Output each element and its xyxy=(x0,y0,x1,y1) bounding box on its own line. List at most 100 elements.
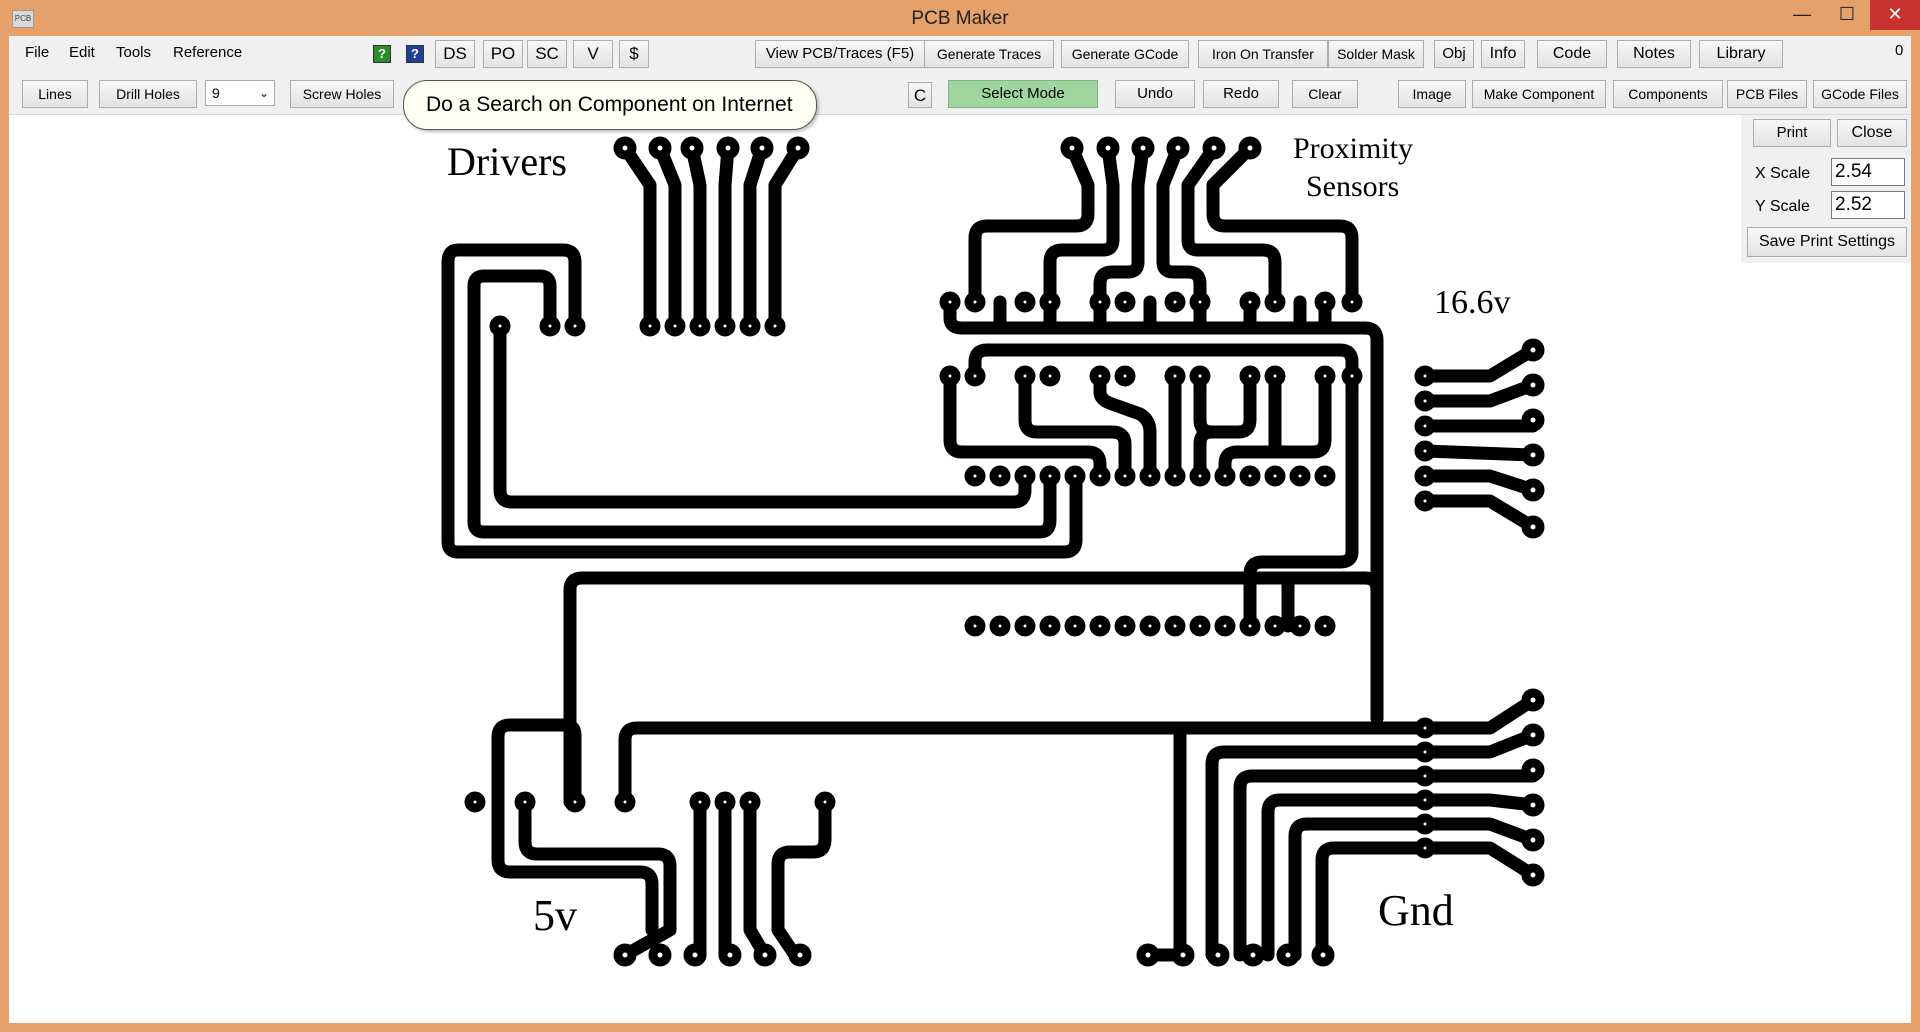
iron-on-transfer-button[interactable]: Iron On Transfer xyxy=(1198,40,1328,68)
trace xyxy=(618,141,657,333)
gcode-files-button[interactable]: GCode Files xyxy=(1813,80,1907,108)
pad xyxy=(1414,490,1436,512)
pad xyxy=(786,136,810,160)
dollar-button[interactable]: $ xyxy=(619,40,649,68)
pad xyxy=(1064,465,1086,487)
clear-button[interactable]: Clear xyxy=(1292,80,1358,108)
pad xyxy=(1521,688,1545,712)
trace xyxy=(1205,728,1540,962)
screw-holes-button[interactable]: Screw Holes xyxy=(290,80,394,108)
trace xyxy=(1418,378,1540,408)
select-mode-button[interactable]: Select Mode xyxy=(948,80,1098,108)
redo-button[interactable]: Redo xyxy=(1203,80,1279,108)
menu-reference[interactable]: Reference xyxy=(173,44,243,61)
y-scale-label: Y Scale xyxy=(1755,198,1810,215)
pad xyxy=(1311,943,1335,967)
pad xyxy=(1114,465,1136,487)
pad xyxy=(1414,837,1436,859)
pad xyxy=(814,791,836,813)
pcb-canvas[interactable]: Drivers Proximity Sensors 16.6v 5v Gnd xyxy=(9,36,1911,1023)
menu-tools[interactable]: Tools xyxy=(116,44,152,61)
pad xyxy=(1414,390,1436,412)
generate-gcode-button[interactable]: Generate GCode xyxy=(1061,40,1189,68)
title-bar[interactable]: PCB PCB Maker — ☐ ✕ xyxy=(0,0,1920,36)
label-5v: 5v xyxy=(533,891,577,940)
pad xyxy=(1014,615,1036,637)
pad xyxy=(1239,465,1261,487)
trace xyxy=(1288,817,1540,962)
search-component-tooltip: Do a Search on Component on Internet xyxy=(403,80,817,130)
pad xyxy=(564,791,586,813)
pad xyxy=(1014,291,1036,313)
pad xyxy=(1089,465,1111,487)
tool-bar: Lines Drill Holes Screw Holes C Select M… xyxy=(9,76,1911,115)
view-pcb-button[interactable]: View PCB/Traces (F5) xyxy=(755,40,925,68)
y-scale-input[interactable]: 2.52 xyxy=(1831,191,1905,219)
counter-value: 0 xyxy=(1895,42,1904,59)
pad xyxy=(1314,291,1336,313)
pad xyxy=(664,315,686,337)
pad xyxy=(1039,465,1061,487)
trace xyxy=(1418,494,1540,534)
po-button[interactable]: PO xyxy=(483,40,523,68)
trace xyxy=(1315,841,1540,962)
pad xyxy=(1521,723,1545,747)
help-green-icon[interactable]: ? xyxy=(373,45,391,63)
pad xyxy=(689,791,711,813)
trace xyxy=(493,319,1032,509)
pad xyxy=(1414,813,1436,835)
pad xyxy=(1164,365,1186,387)
pad xyxy=(753,943,777,967)
pad xyxy=(964,615,986,637)
solder-mask-button[interactable]: Solder Mask xyxy=(1328,40,1424,68)
pad xyxy=(1289,465,1311,487)
drill-size-select[interactable]: 9 ⌄ xyxy=(205,80,275,106)
pad xyxy=(614,791,636,813)
app-icon: PCB xyxy=(12,10,34,28)
close-window-button[interactable]: ✕ xyxy=(1870,0,1920,30)
pad xyxy=(714,315,736,337)
pad xyxy=(1521,793,1545,817)
ds-button[interactable]: DS xyxy=(435,40,475,68)
c-button[interactable]: C xyxy=(908,82,932,108)
pad xyxy=(1114,365,1136,387)
menu-edit[interactable]: Edit xyxy=(69,44,95,61)
make-component-button[interactable]: Make Component xyxy=(1472,80,1606,108)
pad xyxy=(1239,291,1261,313)
trace xyxy=(1043,141,1120,309)
pad xyxy=(1189,291,1211,313)
drill-holes-button[interactable]: Drill Holes xyxy=(99,80,197,108)
library-button[interactable]: Library xyxy=(1699,40,1783,68)
x-scale-input[interactable]: 2.54 xyxy=(1831,158,1905,186)
pad xyxy=(564,315,586,337)
pad xyxy=(1060,136,1084,160)
print-button[interactable]: Print xyxy=(1753,119,1831,147)
pad xyxy=(939,365,961,387)
components-button[interactable]: Components xyxy=(1613,80,1723,108)
generate-traces-button[interactable]: Generate Traces xyxy=(924,40,1054,68)
close-button[interactable]: Close xyxy=(1837,119,1907,147)
trace xyxy=(743,795,772,962)
pad xyxy=(539,315,561,337)
image-button[interactable]: Image xyxy=(1398,80,1466,108)
obj-button[interactable]: Obj xyxy=(1434,40,1474,68)
lines-button[interactable]: Lines xyxy=(22,80,88,108)
notes-button[interactable]: Notes xyxy=(1617,40,1691,68)
pad xyxy=(714,791,736,813)
undo-button[interactable]: Undo xyxy=(1115,80,1195,108)
pad xyxy=(739,315,761,337)
sc-button[interactable]: SC xyxy=(527,40,567,68)
save-print-settings-button[interactable]: Save Print Settings xyxy=(1747,227,1907,257)
pcb-files-button[interactable]: PCB Files xyxy=(1727,80,1807,108)
help-blue-icon[interactable]: ? xyxy=(406,45,424,63)
pad xyxy=(1164,465,1186,487)
pad xyxy=(1164,615,1186,637)
minimize-button[interactable]: — xyxy=(1793,4,1811,24)
info-button[interactable]: Info xyxy=(1481,40,1525,68)
trace xyxy=(467,269,1057,539)
maximize-button[interactable]: ☐ xyxy=(1838,4,1856,24)
menu-file[interactable]: File xyxy=(25,44,50,61)
v-button[interactable]: V xyxy=(573,40,613,68)
code-button[interactable]: Code xyxy=(1537,40,1607,68)
pad xyxy=(1206,943,1230,967)
